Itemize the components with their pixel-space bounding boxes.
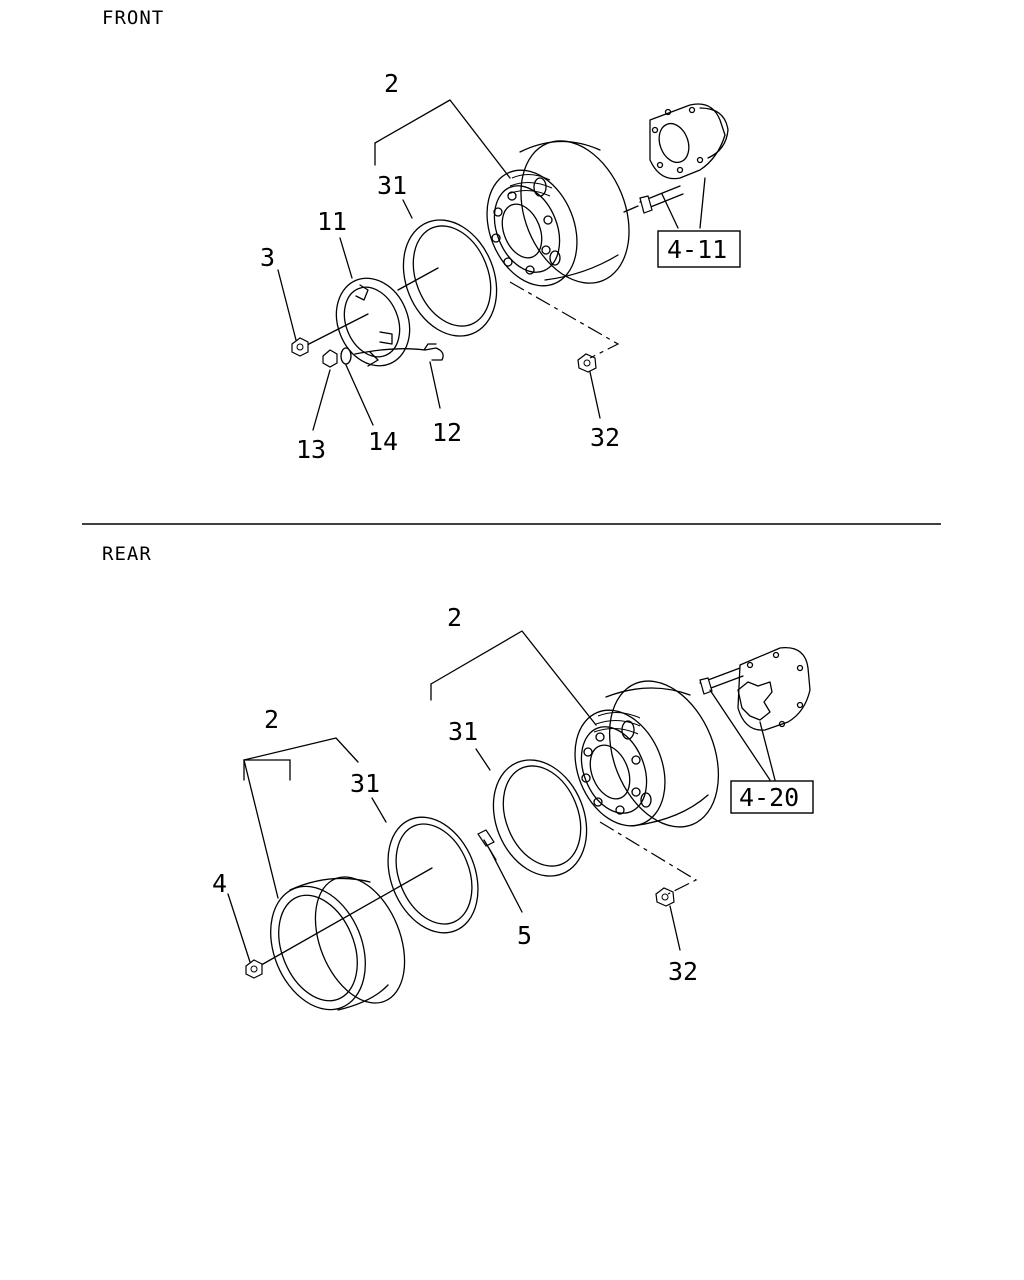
rear-callout-32: 32 [668, 957, 698, 986]
front-leader-2b [374, 99, 511, 179]
rear-callout-4: 4 [212, 869, 227, 898]
rear-callout-31a: 31 [448, 717, 478, 746]
front-wheel-disc [486, 140, 630, 287]
rear-nut-32 [655, 887, 675, 907]
rear-callout-5: 5 [517, 921, 532, 950]
front-nut-3 [291, 337, 309, 357]
rear-callout-2b: 2 [264, 705, 279, 734]
front-callout-12: 12 [432, 418, 462, 447]
rear-wheel-disc [574, 680, 720, 828]
front-callout-2: 2 [384, 69, 399, 98]
rear-rim-ring-inner [492, 759, 588, 877]
rear-callout-2a: 2 [447, 603, 462, 632]
rear-ref-box [730, 780, 814, 814]
front-callout-14: 14 [368, 427, 398, 456]
front-ref-label: 4-11 [667, 235, 727, 264]
front-callout-13: 13 [296, 435, 326, 464]
front-dashed-leader [509, 281, 620, 359]
front-hub [623, 103, 729, 214]
front-hub-cover [304, 277, 411, 367]
front-callout-3: 3 [260, 243, 275, 272]
front-nut-32 [577, 353, 597, 373]
front-valve-12 [354, 347, 444, 361]
rear-outer-wheel [255, 867, 433, 1011]
rear-title: REAR [102, 543, 152, 565]
rear-section: REAR [102, 543, 814, 1011]
front-rim-ring [397, 219, 498, 337]
front-nut-13 [322, 349, 338, 368]
front-callout-11: 11 [317, 207, 347, 236]
front-washer-14 [340, 347, 352, 365]
front-section: FRONT [102, 7, 741, 464]
front-title: FRONT [102, 7, 164, 29]
front-ref-box [657, 230, 741, 268]
rear-hub [699, 647, 811, 731]
rear-dashed-leader [599, 821, 698, 895]
rear-ref-label: 4-20 [739, 783, 799, 812]
rear-rim-ring-outer [387, 816, 479, 934]
rear-callout-31b: 31 [350, 769, 380, 798]
rear-nut-4 [245, 959, 263, 979]
front-callout-32: 32 [590, 423, 620, 452]
front-callout-31: 31 [377, 171, 407, 200]
